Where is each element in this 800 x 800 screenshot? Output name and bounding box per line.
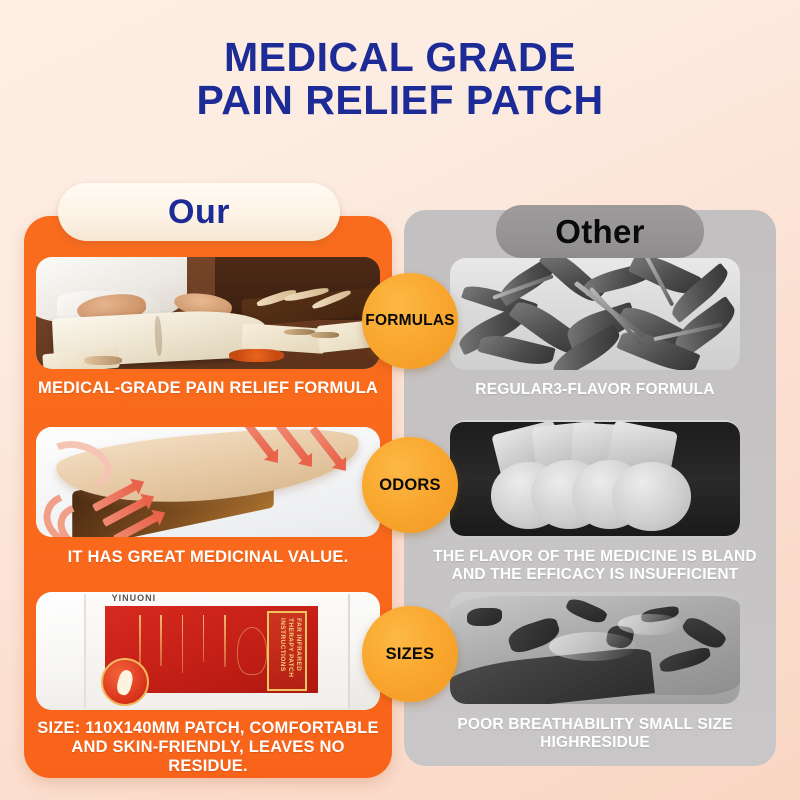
patch-heat-penetration-photo (36, 427, 380, 537)
our-row-formulas: MEDICAL-GRADE PAIN RELIEF FORMULA (36, 257, 380, 398)
badge-odors-label: ODORS (379, 475, 441, 494)
residue-on-skin-photo (450, 592, 740, 704)
other-row-odors-caption: THE FLAVOR OF THE MEDICINE IS BLAND AND … (433, 548, 757, 583)
grey-small-patches-photo (450, 420, 740, 538)
badge-formulas: FORMULAS (362, 273, 458, 369)
our-row-sizes-caption: SIZE: 110X140MM PATCH, COMFORTABLE AND S… (37, 719, 379, 776)
our-column-header-label: Our (168, 192, 230, 231)
our-row-odors: IT HAS GREAT MEDICINAL VALUE. (36, 427, 380, 567)
herbalist-reading-formula-book-photo (36, 257, 380, 369)
other-column-header-label: Other (555, 212, 645, 250)
other-row-odors: THE FLAVOR OF THE MEDICINE IS BLAND AND … (433, 420, 757, 584)
our-column-header-pill: Our (58, 183, 340, 241)
other-column-header-pill: Other (496, 205, 704, 258)
page-title: MEDICAL GRADE PAIN RELIEF PATCH (0, 34, 800, 124)
other-row-sizes-caption: POOR BREATHABILITY SMALL SIZE HIGHRESIDU… (457, 716, 733, 751)
page-title-line-1: MEDICAL GRADE (224, 34, 576, 80)
our-row-sizes: YINUONI FAR INFRARED THERAPY PATCH INSTR… (36, 592, 380, 776)
other-row-formulas: REGULAR3-FLAVOR FORMULA (450, 258, 740, 399)
badge-odors: ODORS (362, 437, 458, 533)
grey-dried-herbs-photo (450, 258, 740, 370)
badge-formulas-label: FORMULAS (365, 312, 455, 329)
other-row-sizes: POOR BREATHABILITY SMALL SIZE HIGHRESIDU… (450, 592, 740, 752)
badge-sizes: SIZES (362, 606, 458, 702)
our-row-formulas-caption: MEDICAL-GRADE PAIN RELIEF FORMULA (38, 379, 378, 397)
other-row-formulas-caption: REGULAR3-FLAVOR FORMULA (475, 381, 715, 398)
our-row-odors-caption: IT HAS GREAT MEDICINAL VALUE. (67, 548, 349, 566)
page-title-line-2: PAIN RELIEF PATCH (196, 77, 604, 124)
badge-sizes-label: SIZES (385, 644, 435, 663)
booklet-brand-label: YINUONI (111, 593, 157, 604)
red-instruction-booklet-photo: YINUONI FAR INFRARED THERAPY PATCH INSTR… (36, 592, 380, 710)
booklet-gold-label: FAR INFRARED THERAPY PATCH INSTRUCTIONS (278, 618, 303, 678)
